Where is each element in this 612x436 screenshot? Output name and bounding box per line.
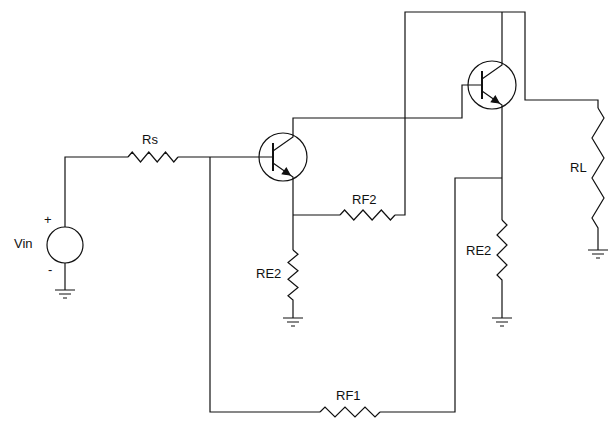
- wire: [293, 214, 340, 215]
- resistor-symbol: [592, 108, 604, 250]
- wire: [273, 163, 293, 250]
- component-label: +: [44, 212, 52, 227]
- transistor-base: [481, 71, 483, 99]
- emitter-arrow: [282, 168, 290, 175]
- emitter-arrow: [491, 96, 499, 103]
- resistor-symbol: [340, 210, 395, 220]
- transistor-symbol: [468, 61, 516, 109]
- transistor-symbol: [259, 133, 307, 181]
- component-label: RL: [570, 160, 587, 175]
- component-label: RF2: [352, 192, 377, 207]
- component-label: RF1: [336, 388, 361, 403]
- resistor-symbol: [288, 250, 298, 318]
- wire: [482, 12, 502, 79]
- wire: [210, 157, 320, 412]
- component-label: RE2: [466, 243, 491, 258]
- wire: [65, 157, 128, 227]
- ground-symbol: [283, 318, 303, 326]
- voltage-source: [47, 227, 83, 263]
- wire: [482, 91, 502, 220]
- wire: [380, 178, 502, 412]
- ground-symbol: [492, 318, 512, 326]
- ground-symbol: [55, 290, 75, 298]
- ground-symbol: [588, 250, 608, 258]
- wire: [273, 85, 482, 151]
- wire: [395, 12, 598, 215]
- component-label: Rs: [142, 132, 158, 147]
- transistor-base: [272, 143, 274, 171]
- resistor-symbol: [497, 220, 507, 318]
- component-label: Vin: [14, 236, 33, 251]
- component-label: -: [48, 262, 52, 277]
- resistor-symbol: [128, 152, 178, 162]
- resistor-symbol: [320, 407, 380, 417]
- component-label: RE2: [256, 266, 281, 281]
- wire: [64, 263, 65, 290]
